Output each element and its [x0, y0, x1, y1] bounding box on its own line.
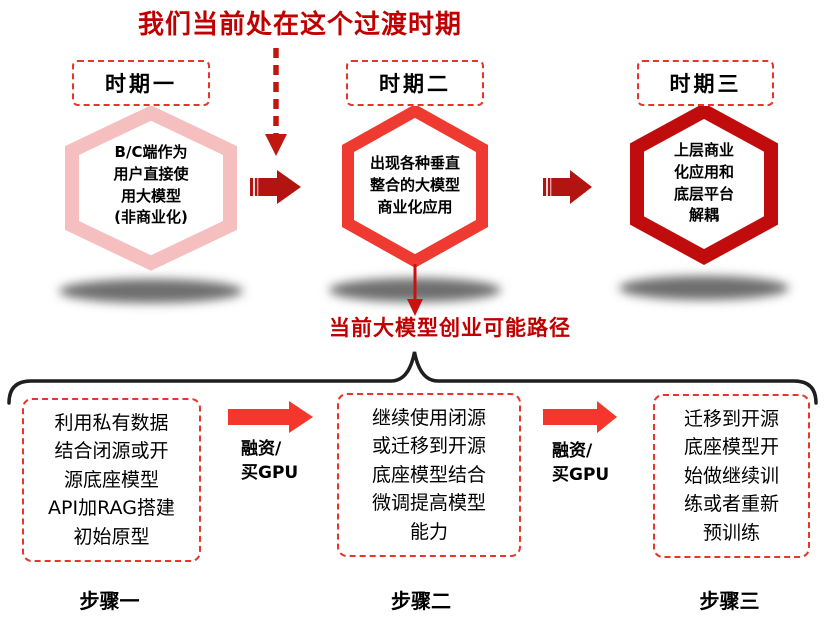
funding-label-1: 融资/ 买GPU — [241, 439, 299, 483]
down-arrow-icon — [407, 264, 423, 316]
step-box-1: 利用私有数据 结合闭源或开 源底座模型 API加RAG搭建 初始原型 — [22, 398, 201, 562]
current-position-dashed-arrow-icon — [265, 48, 287, 156]
step-label-2: 步骤二 — [391, 589, 451, 613]
hexagon-phase-1 — [65, 105, 237, 271]
phase-label-1: 时期一 — [105, 72, 177, 96]
hexagon-phase-3 — [630, 103, 778, 265]
phase-label-box-1: 时期一 — [72, 60, 210, 106]
brace-icon — [7, 351, 818, 405]
step-box-3: 迁移到开源 底座模型开 始做继续训 练或者重新 预训练 — [653, 394, 810, 558]
phase-label-box-2: 时期二 — [346, 60, 484, 106]
phase-label-3: 时期三 — [669, 72, 742, 96]
phase-transition-arrow-icon-2 — [543, 170, 592, 204]
step-label-1: 步骤一 — [79, 589, 140, 613]
path-caption: 当前大模型创业可能路径 — [329, 316, 571, 340]
step-text-1: 利用私有数据 结合闭源或开 源底座模型 API加RAG搭建 初始原型 — [48, 411, 175, 548]
phase-transition-arrow-icon-1 — [250, 170, 301, 204]
hexagon-text-2: 出现各种垂直 整合的大模型 商业化应用 — [369, 154, 460, 216]
phase-label-box-3: 时期三 — [637, 60, 774, 106]
hexagon-shadow-1 — [59, 279, 243, 303]
page-title: 我们当前处在这个过渡时期 — [137, 10, 462, 40]
step-text-3: 迁移到开源 底座模型开 始做继续训 练或者重新 预训练 — [683, 407, 779, 544]
step-label-3: 步骤三 — [699, 589, 760, 613]
step-arrow-icon-1 — [228, 401, 313, 433]
hexagon-phase-2 — [342, 104, 488, 268]
hexagon-text-1: B/C端作为 用户直接使 用大模型 (非商业化) — [113, 143, 189, 227]
step-text-2: 继续使用闭源 或迁移到开源 底座模型结合 微调提高模型 能力 — [371, 406, 486, 543]
funding-label-2: 融资/ 买GPU — [552, 441, 610, 485]
hexagon-shadow-3 — [619, 276, 789, 300]
phase-label-2: 时期二 — [379, 72, 451, 96]
step-box-2: 继续使用闭源 或迁移到开源 底座模型结合 微调提高模型 能力 — [337, 393, 521, 557]
step-arrow-icon-2 — [543, 401, 617, 433]
hexagon-text-3: 上层商业 化应用和 底层平台 解耦 — [673, 141, 734, 225]
